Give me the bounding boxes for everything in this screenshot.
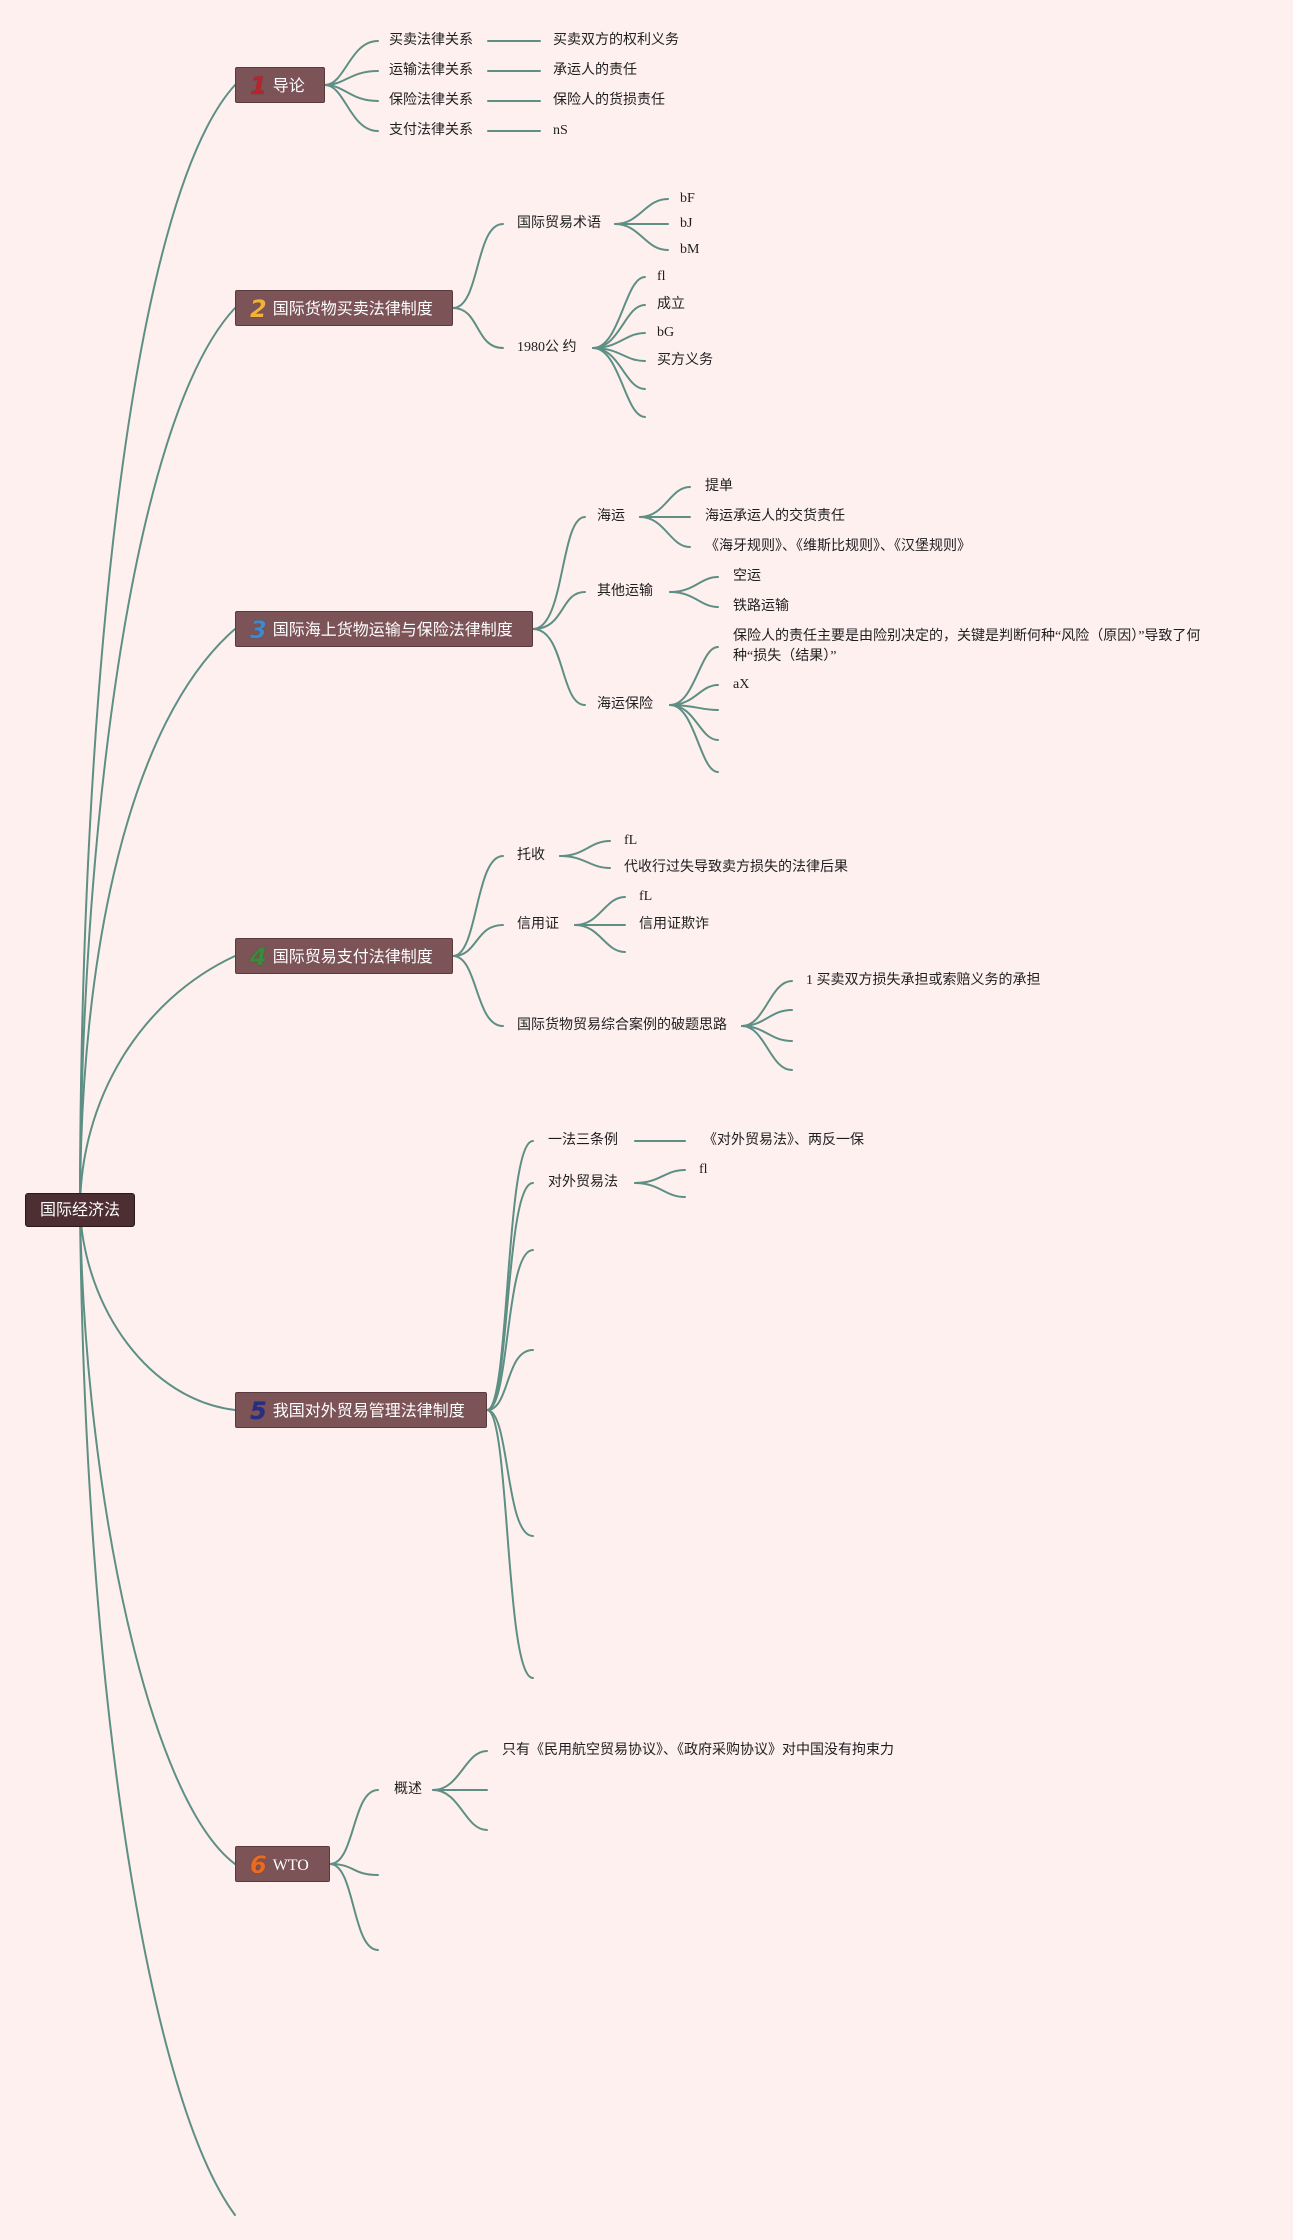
branch-3-number: 3	[250, 616, 267, 644]
branch-4-title: 国际贸易支付法律制度	[272, 949, 433, 966]
branch-1-title: 导论	[272, 78, 305, 95]
b6-leaf-agreements[interactable]: 只有《民用航空贸易协议》、《政府采购协议》对中国没有拘束力	[502, 1743, 894, 1758]
b4-item-case[interactable]: 国际货物贸易综合案例的破题思路	[517, 1018, 727, 1033]
b3-item-other[interactable]: 其他运输	[597, 584, 653, 599]
b4-leaf-fl-1[interactable]: fL	[624, 833, 638, 848]
b4-item-lc[interactable]: 信用证	[517, 917, 559, 932]
b2-item-terms[interactable]: 国际贸易术语	[517, 216, 601, 231]
branch-5-title: 我国对外贸易管理法律制度	[272, 1403, 465, 1420]
b3-leaf-rail[interactable]: 铁路运输	[733, 599, 789, 614]
root-connectors	[79, 84, 236, 2216]
branch-1-number: 1	[250, 72, 267, 100]
branch-2-title: 国际货物买卖法律制度	[272, 301, 433, 318]
b6-item-overview[interactable]: 概述	[394, 1782, 422, 1797]
branch-6-node[interactable]: 6 WTO	[235, 1846, 330, 1882]
branch-6-connectors	[329, 1750, 488, 1951]
b5-item-one-law[interactable]: 一法三条例	[548, 1133, 618, 1148]
branch-1-connectors	[324, 40, 541, 132]
b3-item-sea[interactable]: 海运	[597, 509, 625, 524]
b4-leaf-fraud[interactable]: 信用证欺诈	[639, 917, 709, 932]
b5-leaf-fl[interactable]: fl	[699, 1162, 708, 1177]
branch-3-connectors	[532, 486, 719, 773]
branch-1-node[interactable]: 1 导论	[235, 67, 325, 103]
branch-4-node[interactable]: 4 国际贸易支付法律制度	[235, 938, 453, 974]
branch-6-title: WTO	[272, 1857, 309, 1874]
b3-leaf-liability[interactable]: 保险人的责任主要是由险别决定的，关键是判断何种“风险（原因）”导致了何种“损失（…	[733, 629, 1201, 664]
root-node[interactable]: 国际经济法	[25, 1193, 135, 1227]
b1-leaf-insurer[interactable]: 保险人的货损责任	[553, 93, 665, 108]
b2-leaf-bm[interactable]: bM	[680, 242, 700, 257]
branch-3-node[interactable]: 3 国际海上货物运输与保险法律制度	[235, 611, 533, 647]
b2-leaf-bg[interactable]: bG	[657, 325, 675, 340]
branch-2-connectors	[452, 198, 669, 418]
b3-leaf-ax[interactable]: aX	[733, 677, 750, 692]
branch-6-number: 6	[250, 1851, 267, 1879]
b2-leaf-buyer[interactable]: 买方义务	[657, 353, 713, 368]
b3-leaf-delivery[interactable]: 海运承运人的交货责任	[705, 509, 845, 524]
branch-2-node[interactable]: 2 国际货物买卖法律制度	[235, 290, 453, 326]
b1-leaf-carrier[interactable]: 承运人的责任	[553, 63, 637, 78]
b1-item-transport[interactable]: 运输法律关系	[389, 63, 473, 78]
b4-leaf-fl-2[interactable]: fL	[639, 889, 653, 904]
b2-leaf-bj[interactable]: bJ	[680, 216, 693, 231]
branch-4-connectors	[452, 840, 793, 1071]
branch-5-connectors	[486, 1140, 686, 1679]
b2-leaf-bf[interactable]: bF	[680, 191, 695, 206]
b4-leaf-loss[interactable]: 1 买卖双方损失承担或索赔义务的承担	[806, 973, 1041, 988]
b3-leaf-air[interactable]: 空运	[733, 569, 761, 584]
branch-5-node[interactable]: 5 我国对外贸易管理法律制度	[235, 1392, 487, 1428]
b4-leaf-collecting-bank[interactable]: 代收行过失导致卖方损失的法律后果	[624, 860, 848, 875]
branch-2-number: 2	[250, 295, 267, 323]
b2-leaf-fl[interactable]: fl	[657, 269, 666, 284]
b1-item-payment[interactable]: 支付法律关系	[389, 123, 473, 138]
b2-leaf-formation[interactable]: 成立	[657, 297, 685, 312]
branch-3-title: 国际海上货物运输与保险法律制度	[272, 622, 513, 639]
b1-item-buy-sell[interactable]: 买卖法律关系	[389, 33, 473, 48]
b5-item-trade-law[interactable]: 对外贸易法	[548, 1175, 618, 1190]
b5-leaf-trade-law[interactable]: 《对外贸易法》、两反一保	[703, 1133, 864, 1148]
branch-4-number: 4	[250, 943, 267, 971]
b2-item-1980[interactable]: 1980公 约	[517, 340, 577, 355]
branch-5-number: 5	[250, 1397, 267, 1425]
b4-item-collection[interactable]: 托收	[517, 848, 545, 863]
b1-item-insurance[interactable]: 保险法律关系	[389, 93, 473, 108]
b3-leaf-bill[interactable]: 提单	[705, 479, 733, 494]
b1-leaf-ns[interactable]: nS	[553, 123, 568, 138]
b3-item-insurance[interactable]: 海运保险	[597, 697, 653, 712]
b3-leaf-rules[interactable]: 《海牙规则》、《维斯比规则》、《汉堡规则》	[705, 539, 971, 554]
b1-leaf-rights[interactable]: 买卖双方的权利义务	[553, 33, 679, 48]
